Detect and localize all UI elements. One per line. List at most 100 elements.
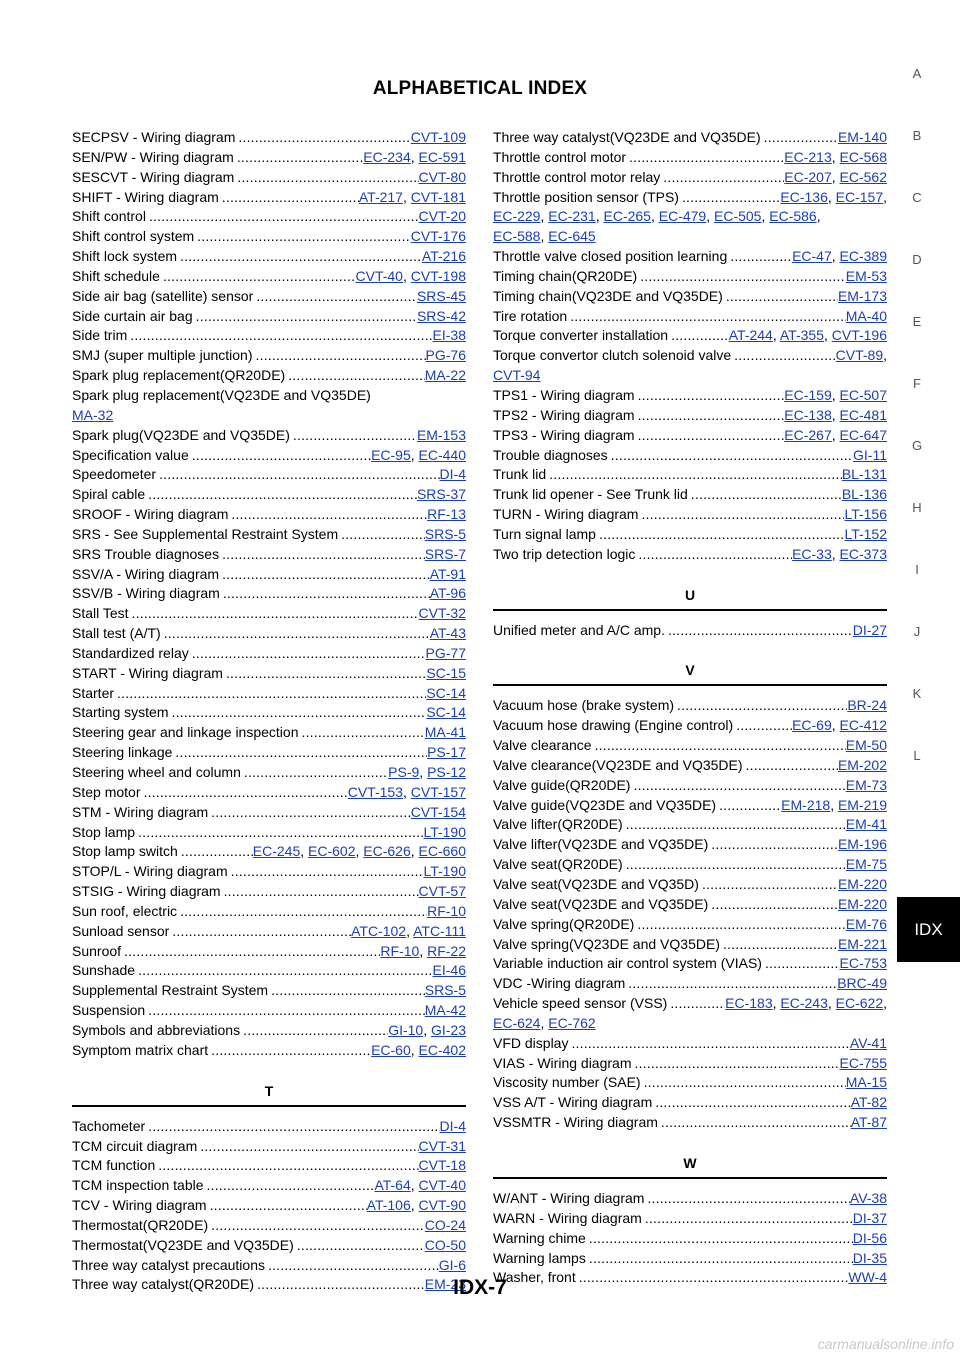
page-ref-link[interactable]: DI-35 <box>852 1249 887 1266</box>
page-ref-link[interactable]: ATC-102 <box>351 922 407 939</box>
page-ref-link[interactable]: PS-12 <box>427 764 466 780</box>
page-ref-link[interactable]: MA-42 <box>424 1002 466 1019</box>
page-ref-link[interactable]: AT-43 <box>429 625 466 642</box>
page-ref-link[interactable]: AT-96 <box>429 585 466 602</box>
page-ref-link[interactable]: CVT-176 <box>410 228 466 245</box>
page-ref-link[interactable]: CVT-94 <box>493 367 541 384</box>
page-ref-link[interactable]: EC-507 <box>839 386 887 403</box>
section-letter-j[interactable]: J <box>913 624 921 639</box>
section-letter-d[interactable]: D <box>912 252 922 267</box>
page-ref-link[interactable]: ATC-111 <box>413 922 466 939</box>
page-ref-link[interactable]: CVT-109 <box>410 129 466 145</box>
section-letter-i[interactable]: I <box>915 562 919 577</box>
page-ref-link[interactable]: RF-10 <box>380 942 420 959</box>
page-ref-link[interactable]: CVT-32 <box>418 605 466 622</box>
section-letter-e[interactable]: E <box>912 314 922 329</box>
page-ref-link[interactable]: EM-76 <box>845 915 887 932</box>
page-ref-link[interactable]: EM-202 <box>837 756 887 773</box>
page-ref-link[interactable]: CVT-181 <box>410 188 466 205</box>
page-ref-link[interactable]: EC-69 <box>792 717 832 734</box>
page-ref-link[interactable]: EC-157 <box>835 188 884 205</box>
page-ref-link[interactable]: CVT-196 <box>831 327 887 344</box>
section-letter-b[interactable]: B <box>912 128 922 143</box>
page-ref-link[interactable]: SRS-7 <box>424 545 466 562</box>
section-letter-h[interactable]: H <box>912 500 922 515</box>
page-ref-link[interactable]: SRS-42 <box>416 307 466 324</box>
page-ref-link[interactable]: EM-50 <box>845 737 887 754</box>
page-ref-link[interactable]: SRS-45 <box>416 287 466 304</box>
page-ref-link[interactable]: EC-481 <box>839 406 887 423</box>
page-ref-link[interactable]: AT-82 <box>850 1094 887 1111</box>
page-ref-link[interactable]: EM-220 <box>837 895 887 912</box>
page-ref-link[interactable]: EC-243 <box>780 995 828 1012</box>
page-ref-link[interactable]: EC-753 <box>839 955 887 972</box>
page-ref-link[interactable]: EM-218 <box>781 796 831 813</box>
page-ref-link[interactable]: SRS-37 <box>416 486 466 503</box>
page-ref-link[interactable]: SC-15 <box>426 664 466 681</box>
page-ref-link[interactable]: CVT-80 <box>418 168 466 185</box>
page-ref-link[interactable]: DI-4 <box>439 466 466 483</box>
page-ref-link[interactable]: BL-136 <box>841 486 887 503</box>
page-ref-link[interactable]: EC-602 <box>308 843 356 860</box>
page-ref-link[interactable]: EM-53 <box>845 267 887 284</box>
page-ref-link[interactable]: SC-14 <box>426 704 466 721</box>
page-ref-link[interactable]: EC-207 <box>784 168 832 185</box>
page-ref-link[interactable]: EM-140 <box>837 129 887 145</box>
page-ref-link[interactable]: EC-265 <box>603 208 651 225</box>
page-ref-link[interactable]: GI-23 <box>430 1021 466 1038</box>
page-ref-link[interactable]: EC-183 <box>725 995 773 1012</box>
page-ref-link[interactable]: AT-91 <box>429 565 466 582</box>
page-ref-link[interactable]: CVT-40 <box>418 1177 466 1194</box>
page-ref-link[interactable]: EC-624 <box>493 1014 541 1031</box>
page-ref-link[interactable]: EM-73 <box>845 776 887 793</box>
page-ref-link[interactable]: CO-50 <box>424 1236 466 1253</box>
page-ref-link[interactable]: EC-505 <box>714 208 762 225</box>
page-ref-link[interactable]: RF-10 <box>427 902 466 919</box>
page-ref-link[interactable]: EC-402 <box>418 1041 466 1058</box>
page-ref-link[interactable]: MA-40 <box>845 307 887 324</box>
page-ref-link[interactable]: AV-38 <box>849 1189 887 1206</box>
page-ref-link[interactable]: EC-588 <box>493 228 541 245</box>
page-ref-link[interactable]: CVT-18 <box>418 1157 466 1174</box>
page-ref-link[interactable]: CVT-90 <box>418 1197 466 1214</box>
page-ref-link[interactable]: RF-22 <box>427 942 466 959</box>
page-ref-link[interactable]: CVT-153 <box>347 783 403 800</box>
page-ref-link[interactable]: EM-173 <box>837 287 887 304</box>
page-ref-link[interactable]: EC-159 <box>784 386 832 403</box>
page-ref-link[interactable]: EC-762 <box>548 1014 596 1031</box>
page-ref-link[interactable]: AT-355 <box>779 327 824 344</box>
page-ref-link[interactable]: EC-586 <box>769 208 817 225</box>
page-ref-link[interactable]: EM-23 <box>424 1276 466 1293</box>
page-ref-link[interactable]: CVT-20 <box>418 208 466 225</box>
page-ref-link[interactable]: MA-32 <box>72 406 114 423</box>
page-ref-link[interactable]: EC-626 <box>363 843 411 860</box>
page-ref-link[interactable]: WW-4 <box>848 1269 887 1286</box>
page-ref-link[interactable]: EC-47 <box>792 248 832 265</box>
page-ref-link[interactable]: AT-106 <box>366 1197 411 1214</box>
page-ref-link[interactable]: EC-60 <box>371 1041 411 1058</box>
page-ref-link[interactable]: AT-87 <box>850 1114 887 1131</box>
page-ref-link[interactable]: BRC-49 <box>837 975 887 992</box>
section-letter-l[interactable]: L <box>913 748 921 763</box>
page-ref-link[interactable]: EC-647 <box>839 426 887 443</box>
page-ref-link[interactable]: RF-13 <box>427 506 466 523</box>
page-ref-link[interactable]: AT-64 <box>374 1177 411 1194</box>
page-ref-link[interactable]: LT-190 <box>423 823 466 840</box>
page-ref-link[interactable]: CVT-154 <box>410 803 466 820</box>
page-ref-link[interactable]: EC-562 <box>839 168 887 185</box>
page-ref-link[interactable]: GI-10 <box>388 1021 424 1038</box>
page-ref-link[interactable]: AV-41 <box>849 1034 887 1051</box>
page-ref-link[interactable]: EM-220 <box>837 876 887 892</box>
page-ref-link[interactable]: PS-17 <box>427 744 466 761</box>
section-letter-f[interactable]: F <box>913 376 921 391</box>
page-ref-link[interactable]: EI-38 <box>432 327 466 344</box>
page-ref-link[interactable]: MA-41 <box>424 724 466 741</box>
page-ref-link[interactable]: EC-591 <box>418 148 466 165</box>
page-ref-link[interactable]: GI-11 <box>853 446 887 463</box>
page-ref-link[interactable]: DI-27 <box>852 621 887 638</box>
page-ref-link[interactable]: EM-196 <box>837 836 887 853</box>
page-ref-link[interactable]: EC-412 <box>839 717 887 734</box>
page-ref-link[interactable]: CVT-40 <box>355 267 403 284</box>
page-ref-link[interactable]: EM-75 <box>845 856 887 873</box>
page-ref-link[interactable]: EC-138 <box>784 406 832 423</box>
